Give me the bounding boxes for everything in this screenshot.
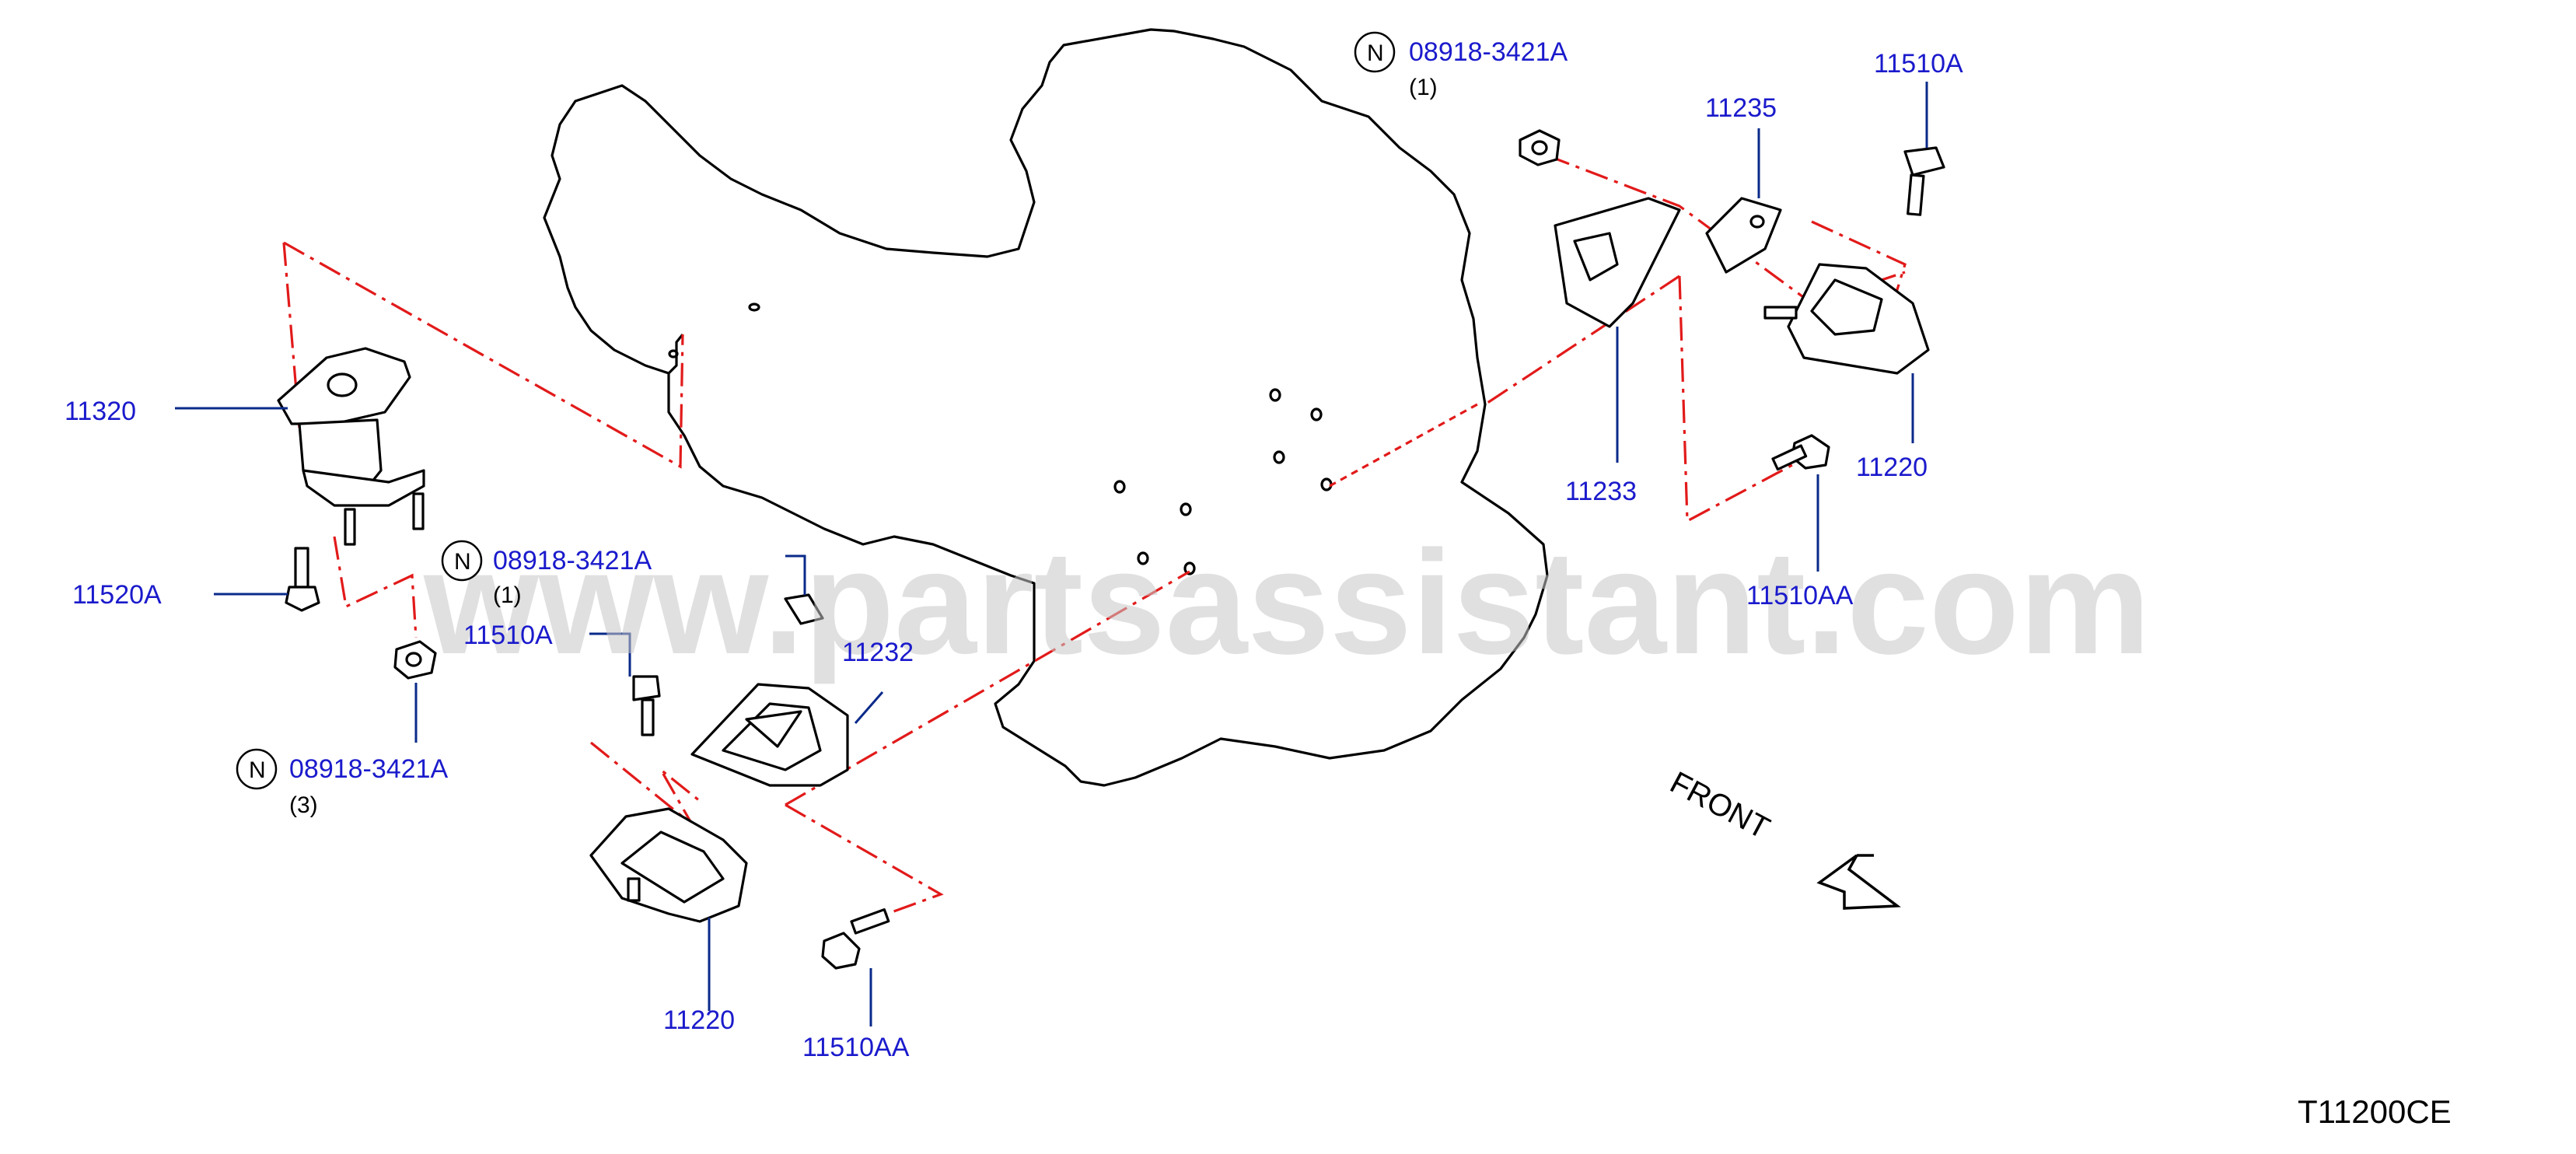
mount-11220-right	[1763, 263, 1930, 375]
qty-nut-top: (1)	[1409, 75, 1438, 100]
label-11220-left: 11220	[663, 1005, 735, 1035]
n-symbol-icon	[236, 748, 278, 790]
qty-nut-mid: (1)	[493, 582, 522, 608]
bolt-11510A-right	[1903, 146, 1945, 216]
part-labels: 11320 11520A N 08918-3421A (3) N 08918-3…	[65, 31, 1963, 1062]
front-indicator: FRONT	[1665, 765, 1901, 910]
n-symbol-letter: N	[249, 757, 266, 783]
watermark: www.partsassistant.com	[423, 520, 2151, 685]
label-11510A-left: 11510A	[463, 621, 553, 650]
label-nut-top: 08918-3421A	[1409, 37, 1568, 67]
label-11510AA-right: 11510AA	[1746, 581, 1854, 610]
nut-left	[393, 640, 437, 680]
n-symbol-icon	[441, 540, 483, 582]
qty-nut-left: (3)	[289, 792, 318, 818]
bracket-11233	[1554, 197, 1681, 328]
clip-11232	[784, 593, 824, 625]
label-nut-mid: 08918-3421A	[493, 546, 652, 575]
bolt-11510AA-left	[821, 908, 890, 970]
n-symbol-icon	[1354, 31, 1396, 73]
label-11233: 11233	[1565, 477, 1637, 506]
mount-11220-left	[589, 807, 748, 923]
front-label: FRONT	[1665, 765, 1775, 846]
mount-11320	[277, 347, 425, 546]
bolt-11510AA-right	[1771, 434, 1830, 471]
label-11235: 11235	[1705, 93, 1777, 123]
n-symbol-letter: N	[454, 549, 471, 575]
label-11510AA-left: 11510AA	[802, 1033, 910, 1062]
front-arrow-icon	[1816, 854, 1901, 910]
leader-lines	[175, 82, 1928, 1026]
n-symbol-letter: N	[1367, 40, 1384, 66]
bolt-11520A	[285, 547, 320, 612]
diagram-code: T11200CE	[2298, 1093, 2452, 1130]
bracket-11232	[690, 683, 849, 787]
label-11510A-right: 11510A	[1874, 49, 1963, 79]
bolt-11510A-left	[632, 675, 661, 736]
label-11232: 11232	[842, 638, 914, 667]
label-11320: 11320	[65, 397, 136, 426]
label-11220-right: 11220	[1856, 453, 1928, 482]
nut-top	[1519, 129, 1561, 166]
engine-outline	[543, 28, 1549, 787]
bracket-11235	[1705, 197, 1782, 274]
label-nut-left: 08918-3421A	[289, 754, 449, 784]
label-11520A: 11520A	[72, 580, 162, 610]
